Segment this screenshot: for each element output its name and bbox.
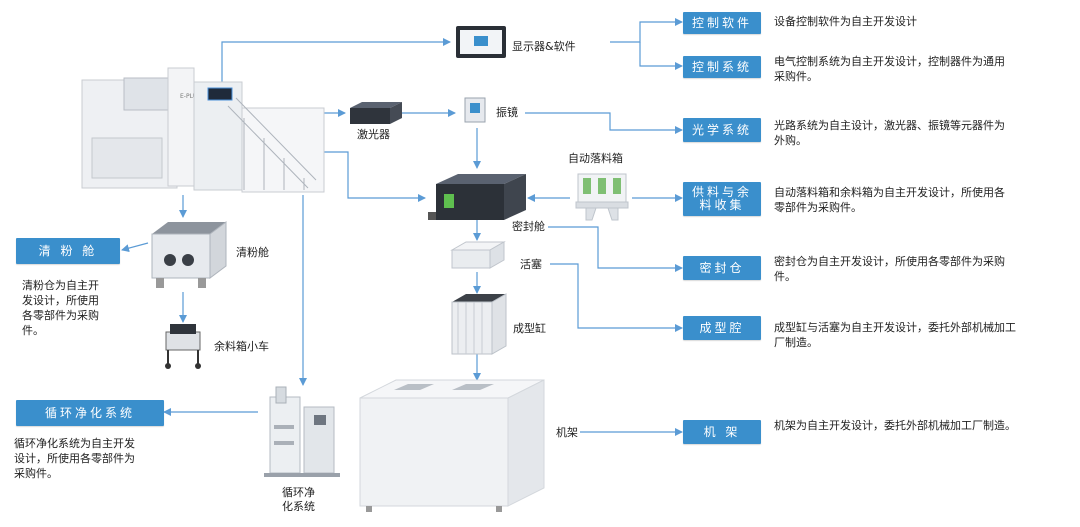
main-machine-image: E-PLUS	[81, 67, 325, 193]
powder-clean-chamber-label: 清粉舱	[236, 246, 269, 259]
control-software-box: 控制软件	[683, 12, 761, 34]
residue-cart-label: 余料箱小车	[214, 340, 269, 353]
circulation-desc: 循环净化系统为自主开发 设计，所使用各零部件为 采购件。	[14, 436, 135, 481]
auto-drop-box-label: 自动落料箱	[568, 152, 623, 165]
galvo-image	[464, 97, 486, 123]
seal-chamber-desc-line-1: 密封仓为自主开发设计，所使用各零部件为采购	[774, 255, 1005, 268]
forming-cavity-desc: 成型缸与活塞为自主开发设计，委托外部机械加工 厂制造。	[774, 320, 1016, 350]
residue-cart-image	[165, 324, 201, 369]
circulation-purifier-label: 循环净 化系统	[282, 486, 315, 514]
feed-residue-desc: 自动落料箱和余料箱为自主开发设计，所使用各 零部件为采购件。	[774, 185, 1005, 215]
control-system-desc-line-2: 采购件。	[774, 70, 818, 83]
circulation-purifier-image	[264, 386, 340, 477]
forming-cavity-box: 成型腔	[683, 316, 761, 340]
control-system-desc-line-1: 电气控制系统为自主开发设计，控制器件为通用	[774, 55, 1005, 68]
svg-text:E-PLUS: E-PLUS	[180, 93, 201, 100]
control-software-desc: 设备控制软件为自主开发设计	[774, 14, 917, 29]
feed-residue-box-line-1: 供料与余	[691, 185, 752, 199]
circulation-desc-line-1: 循环净化系统为自主开发	[14, 437, 135, 450]
circulation-desc-line-2: 设计，所使用各零部件为	[14, 452, 135, 465]
feed-residue-desc-line-1: 自动落料箱和余料箱为自主开发设计，所使用各	[774, 186, 1005, 199]
rack-desc: 机架为自主开发设计，委托外部机械加工厂制造。	[774, 418, 1016, 433]
forming-cavity-desc-line-2: 厂制造。	[774, 336, 818, 349]
optical-system-desc: 光路系统为自主设计，激光器、振镜等元器件为 外购。	[774, 118, 1005, 148]
circulation-box: 循环净化系统	[16, 400, 164, 426]
piston-image	[450, 241, 506, 269]
optical-system-desc-line-2: 外购。	[774, 134, 807, 147]
feed-residue-box: 供料与余 料收集	[683, 182, 761, 216]
line-display-control-software	[610, 18, 683, 43]
circulation-desc-line-3: 采购件。	[14, 467, 58, 480]
circulation-purifier-label-line-2: 化系统	[282, 500, 315, 513]
sealed-chamber-image	[428, 174, 526, 220]
laser-image	[350, 102, 402, 124]
control-system-box: 控制系统	[683, 56, 761, 78]
line-display-control-system	[639, 42, 683, 70]
piston-label: 活塞	[520, 258, 542, 271]
forming-cylinder-image	[451, 293, 507, 355]
line-machine-display	[221, 38, 451, 100]
powder-clean-desc-line-3: 各零部件为采购	[22, 309, 99, 322]
line-forming-box	[550, 263, 683, 332]
sealed-chamber-label: 密封舱	[512, 220, 545, 233]
powder-clean-desc-line-4: 件。	[22, 324, 44, 337]
line-seal-box	[548, 226, 683, 272]
line-clean-box	[121, 242, 149, 253]
feed-residue-box-line-2: 料收集	[699, 198, 745, 212]
rack-desc-line-1: 机架为自主开发设计，委托外部机械加工厂制造。	[774, 419, 1016, 432]
rack-box: 机 架	[683, 420, 761, 444]
optical-system-box: 光学系统	[683, 118, 761, 142]
powder-clean-box: 清 粉 舱	[16, 238, 120, 264]
seal-chamber-desc: 密封仓为自主开发设计，所使用各零部件为采购 件。	[774, 254, 1005, 284]
galvo-label: 振镜	[496, 106, 518, 119]
powder-clean-chamber-image	[151, 221, 227, 288]
control-software-desc-line-1: 设备控制软件为自主开发设计	[774, 15, 917, 28]
optical-system-desc-line-1: 光路系统为自主设计，激光器、振镜等元器件为	[774, 119, 1005, 132]
powder-clean-desc-line-1: 清粉仓为自主开	[22, 279, 99, 292]
seal-chamber-desc-line-2: 件。	[774, 270, 796, 283]
feed-residue-desc-line-2: 零部件为采购件。	[774, 201, 862, 214]
rack-image	[359, 379, 545, 512]
line-galvo-optical	[525, 112, 683, 134]
rack-label: 机架	[556, 426, 578, 439]
display-label: 显示器&软件	[512, 40, 576, 53]
laser-label: 激光器	[357, 128, 390, 141]
seal-chamber-box: 密封仓	[683, 256, 761, 280]
control-system-desc: 电气控制系统为自主开发设计，控制器件为通用 采购件。	[774, 54, 1005, 84]
display-monitor-image	[456, 26, 506, 58]
powder-clean-desc: 清粉仓为自主开 发设计，所使用 各零部件为采购 件。	[22, 278, 99, 338]
powder-clean-desc-line-2: 发设计，所使用	[22, 294, 99, 307]
auto-drop-box-image	[575, 173, 629, 221]
forming-cavity-desc-line-1: 成型缸与活塞为自主开发设计，委托外部机械加工	[774, 321, 1016, 334]
forming-cylinder-label: 成型缸	[513, 322, 546, 335]
circulation-purifier-label-line-1: 循环净	[282, 486, 315, 499]
